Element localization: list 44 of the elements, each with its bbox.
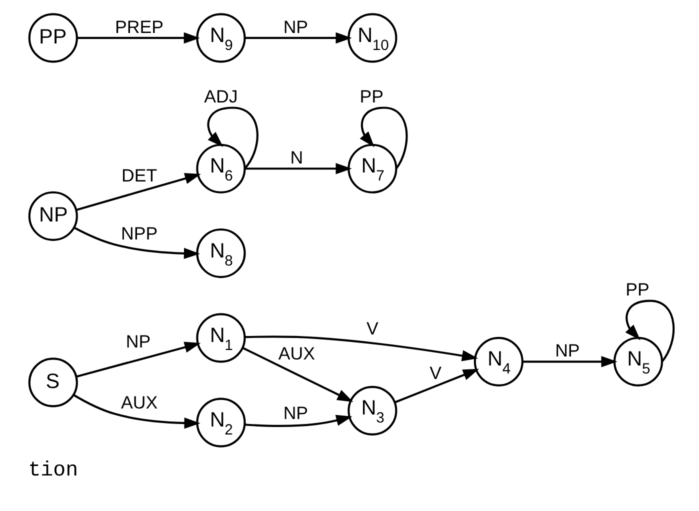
node-circle: N$_{8}$ (196, 228, 246, 278)
node-circle: N$_{9}$ (196, 13, 246, 63)
edge-label: NP (126, 332, 151, 352)
node-circle: PP (28, 13, 78, 63)
arrow (360, 106, 408, 170)
node-circle: N$_{3}$ (348, 386, 398, 436)
edge-label: ADJ (204, 86, 238, 107)
node-circle: N$_{1}$ (196, 313, 246, 363)
node-circle: N$_{7}$ (348, 144, 398, 194)
arrow (244, 336, 478, 362)
node-circle: S (28, 358, 78, 408)
node-circle: N$_{2}$ (196, 398, 246, 448)
edge-label: PP (626, 280, 650, 300)
edge-label: PP (360, 86, 384, 107)
edge-label: V (366, 318, 378, 338)
edge-label: V (430, 362, 442, 383)
arrow (244, 414, 352, 427)
arrow (74, 226, 200, 260)
edge-label: NP (283, 403, 308, 423)
arrow (76, 173, 201, 211)
arrow (242, 347, 354, 402)
arrow (73, 394, 200, 429)
edge-label: NP (555, 340, 580, 361)
node-circle: N$_{5}$ (613, 336, 664, 386)
arrow (625, 300, 675, 362)
node-circle: N$_{6}$ (196, 144, 246, 194)
node-circle: N$_{10}$ (348, 13, 398, 63)
edge-label: DET (121, 165, 158, 186)
edge-label: AUX (120, 392, 158, 413)
arrow (394, 368, 480, 404)
edge-label: N (290, 148, 304, 168)
arrow (245, 32, 352, 44)
node-circle: N$_{4}$ (474, 336, 524, 386)
edge-label: AUX (278, 344, 315, 364)
edge-label: NPP (120, 223, 158, 244)
arrow (207, 106, 258, 170)
arrow (76, 342, 201, 378)
node-circle: NP (28, 191, 78, 241)
arrow (522, 356, 618, 368)
edge-label: PREP (115, 16, 164, 37)
arrow (78, 32, 200, 44)
label: tion (28, 460, 78, 483)
edge-label: NP (283, 16, 308, 37)
arrow (245, 163, 352, 174)
